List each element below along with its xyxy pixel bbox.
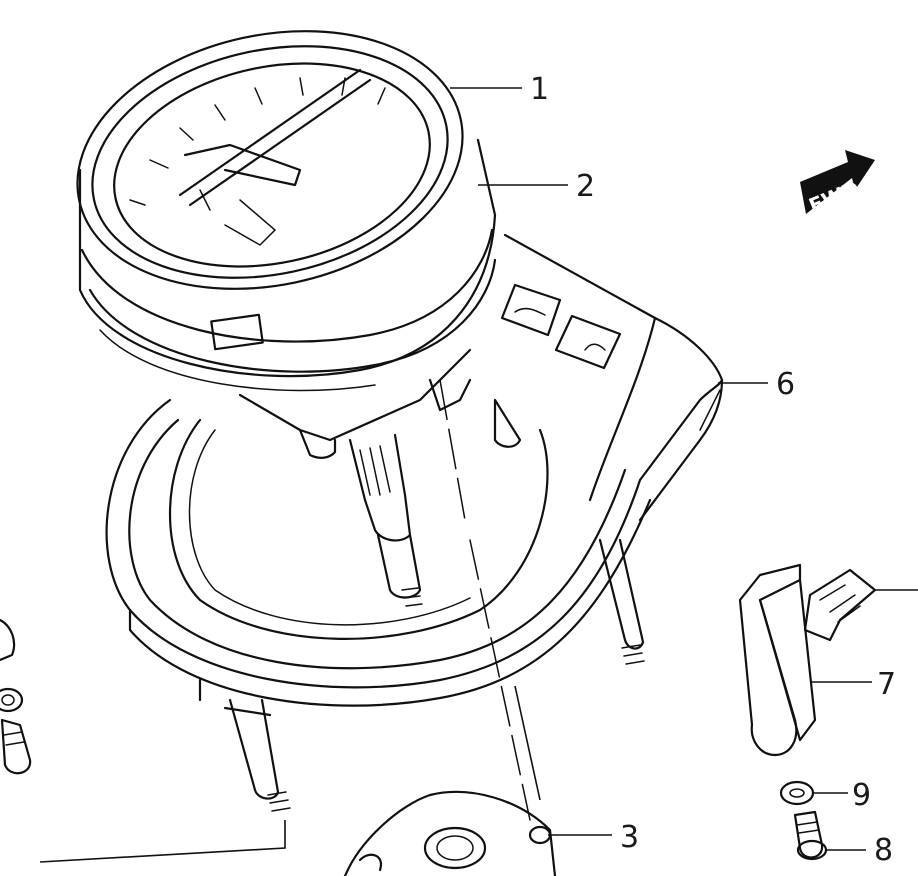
callout-9: 9 [852,778,871,813]
callout-2: 2 [576,169,595,204]
callout-8: 8 [874,833,893,868]
meter-bracket [105,233,724,707]
callout-3: 3 [620,820,639,855]
callout-7: 7 [877,667,896,702]
washer-part-9 [779,780,815,806]
callout-1: 1 [530,72,549,107]
wire-clamp [738,563,877,757]
bolt-part-8 [793,810,828,861]
leader-lines [39,87,918,863]
lower-mount-bracket [343,790,557,876]
speedometer-assembly [76,30,522,607]
forward-direction-marker: FWD [800,150,875,218]
left-edge-parts [0,618,32,775]
stud-bolts [223,538,645,812]
center-guide-line [439,379,531,821]
callout-6: 6 [776,367,795,402]
